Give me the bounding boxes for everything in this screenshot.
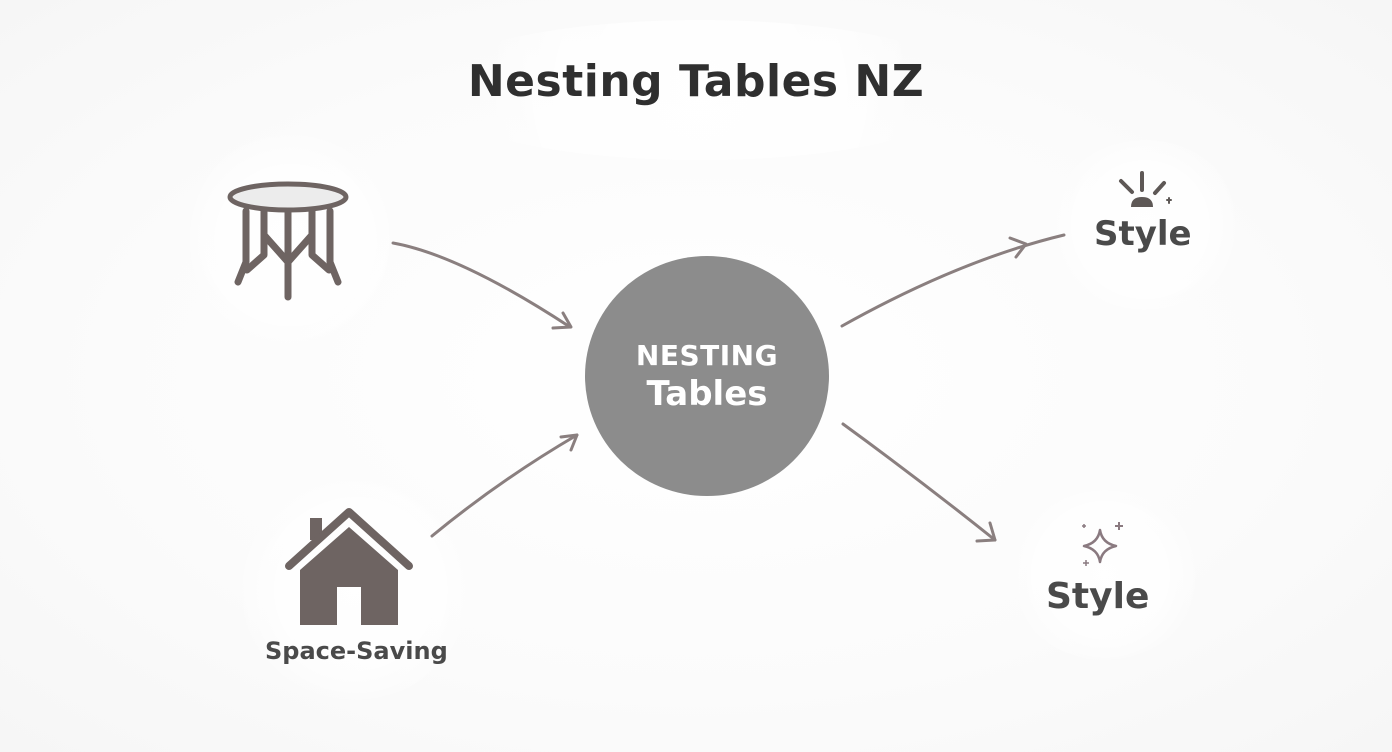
style-top-label: Style [1094, 214, 1192, 254]
style-bottom-label: Style [1046, 576, 1150, 617]
diagram-title: Nesting Tables NZ [467, 56, 925, 107]
arrow-head-center-to-style-bottom [975, 521, 997, 543]
arrow-center-to-style-bottom [841, 422, 997, 542]
halo-style-bottom [1010, 490, 1200, 660]
arrow-head-table-to-center [551, 311, 573, 330]
halo-style-top [1050, 140, 1240, 310]
arrow-house-to-center [430, 433, 579, 538]
arrow-head-center-to-style-top [1008, 236, 1028, 259]
arrow-table-to-center [391, 241, 572, 329]
center-node-line1: NESTING [635, 339, 779, 372]
center-node: NESTING Tables [585, 256, 829, 496]
arrow-head-house-to-center [559, 433, 579, 452]
halo-title [420, 20, 980, 160]
arrow-center-to-style-top [840, 233, 1066, 328]
space-saving-label: Space-Saving [265, 637, 448, 665]
center-node-line2: Tables [646, 374, 768, 414]
